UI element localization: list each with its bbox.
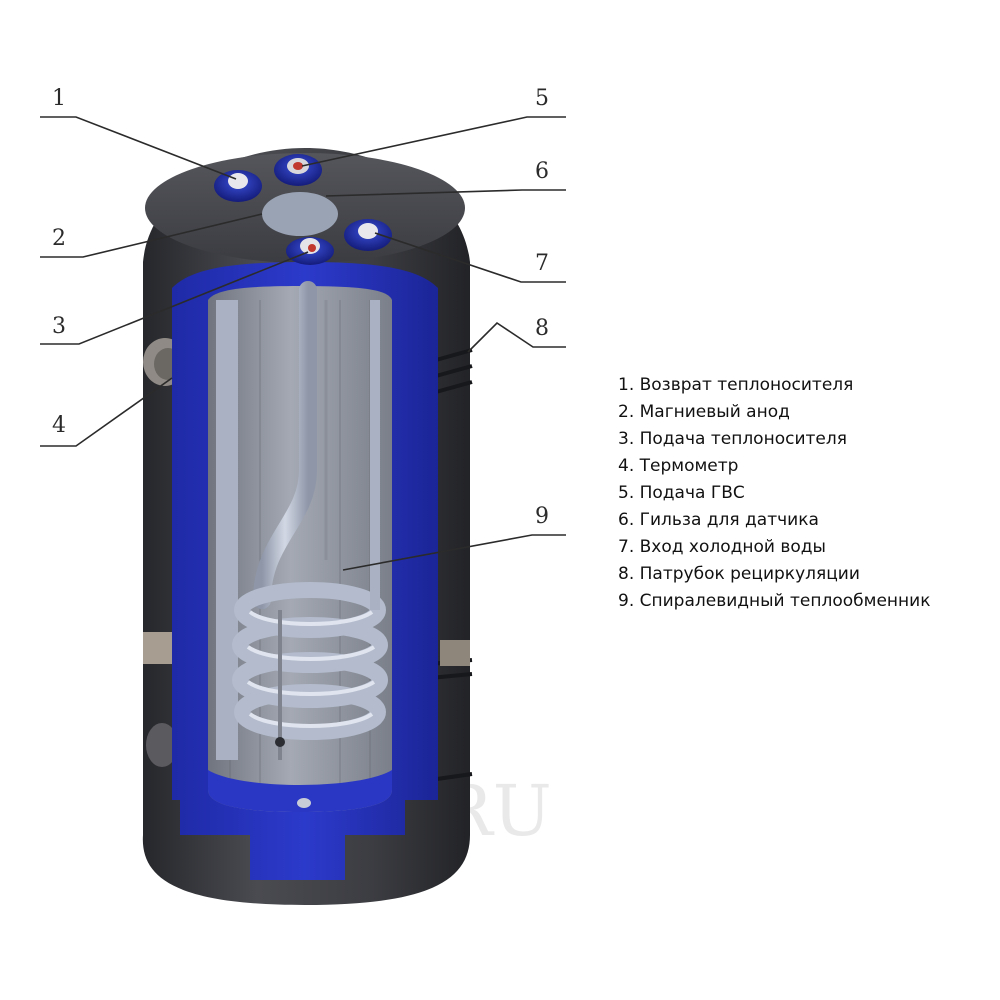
port-3-heat-supply: [286, 237, 334, 265]
callout-9: 9: [535, 504, 549, 529]
legend-list: 1. Возврат теплоносителя 2. Магниевый ан…: [618, 372, 988, 615]
callout-6: 6: [535, 159, 549, 184]
legend-item: 8. Патрубок рециркуляции: [618, 564, 860, 584]
legend-item: 7. Вход холодной воды: [618, 537, 826, 557]
callout-2: 2: [52, 226, 66, 251]
callout-4: 4: [52, 413, 66, 438]
leader-7: [374, 232, 566, 283]
legend-item: 1. Возврат теплоносителя: [618, 375, 854, 395]
sensor-sleeve: [275, 610, 285, 760]
leader-8: [467, 321, 566, 353]
tank-bottom-water: [208, 770, 392, 812]
leader-1: [40, 116, 237, 180]
port-7-cold-water: [344, 219, 392, 251]
callout-8: 8: [535, 316, 549, 341]
top-fittings: [214, 154, 392, 265]
cutaway-section: [172, 262, 438, 880]
callout-5: 5: [535, 86, 549, 111]
port-2-magnesium-anode: [262, 192, 338, 236]
leader-2: [40, 213, 263, 258]
leader-5: [301, 116, 566, 167]
callout-1: 1: [52, 86, 66, 111]
callout-numbers: 1 2 3 4 5 6 7 8 9: [52, 86, 549, 529]
belt-band-right: [440, 640, 470, 666]
legend-item: 5. Подача ГВС: [618, 483, 745, 503]
callout-7: 7: [535, 251, 549, 276]
port-5-hot-water: [274, 154, 322, 186]
bottom-drain: [297, 798, 311, 808]
legend-item: 2. Магниевый анод: [618, 402, 790, 422]
leader-lines: [40, 116, 566, 571]
leader-9: [342, 534, 566, 571]
leader-6: [325, 189, 566, 197]
supply-pipe: [253, 281, 317, 609]
port-1-heat-return: [214, 170, 262, 202]
coil-highlights: [246, 610, 376, 728]
callout-3: 3: [52, 314, 66, 339]
lower-side-port: [146, 723, 178, 767]
inner-tank: [208, 286, 392, 812]
return-pipe: [216, 300, 238, 760]
legend-item: 4. Термометр: [618, 456, 739, 476]
belt-band: [143, 632, 173, 664]
legend-item: 6. Гильза для датчика: [618, 510, 819, 530]
leader-3: [40, 251, 309, 345]
legend-item: 3. Подача теплоносителя: [618, 429, 847, 449]
leader-4: [40, 377, 173, 447]
legend-item: 9. Спиралевидный теплообменник: [618, 591, 931, 611]
